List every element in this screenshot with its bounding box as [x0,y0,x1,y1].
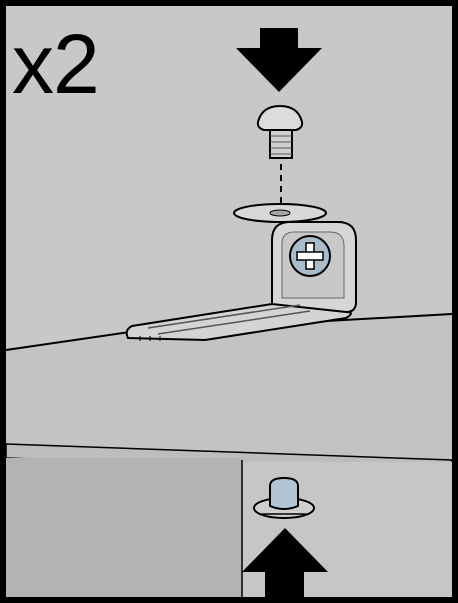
insert-nut-icon [253,476,315,519]
table-surface [6,314,452,460]
arrow-down-icon [236,28,322,92]
mounted-screw-head-icon [289,235,331,277]
lower-left-panel [6,458,242,597]
screw-icon [256,104,304,159]
quantity-label: x2 [12,17,100,111]
washer-icon [233,203,327,223]
arrow-up-icon [242,528,328,597]
